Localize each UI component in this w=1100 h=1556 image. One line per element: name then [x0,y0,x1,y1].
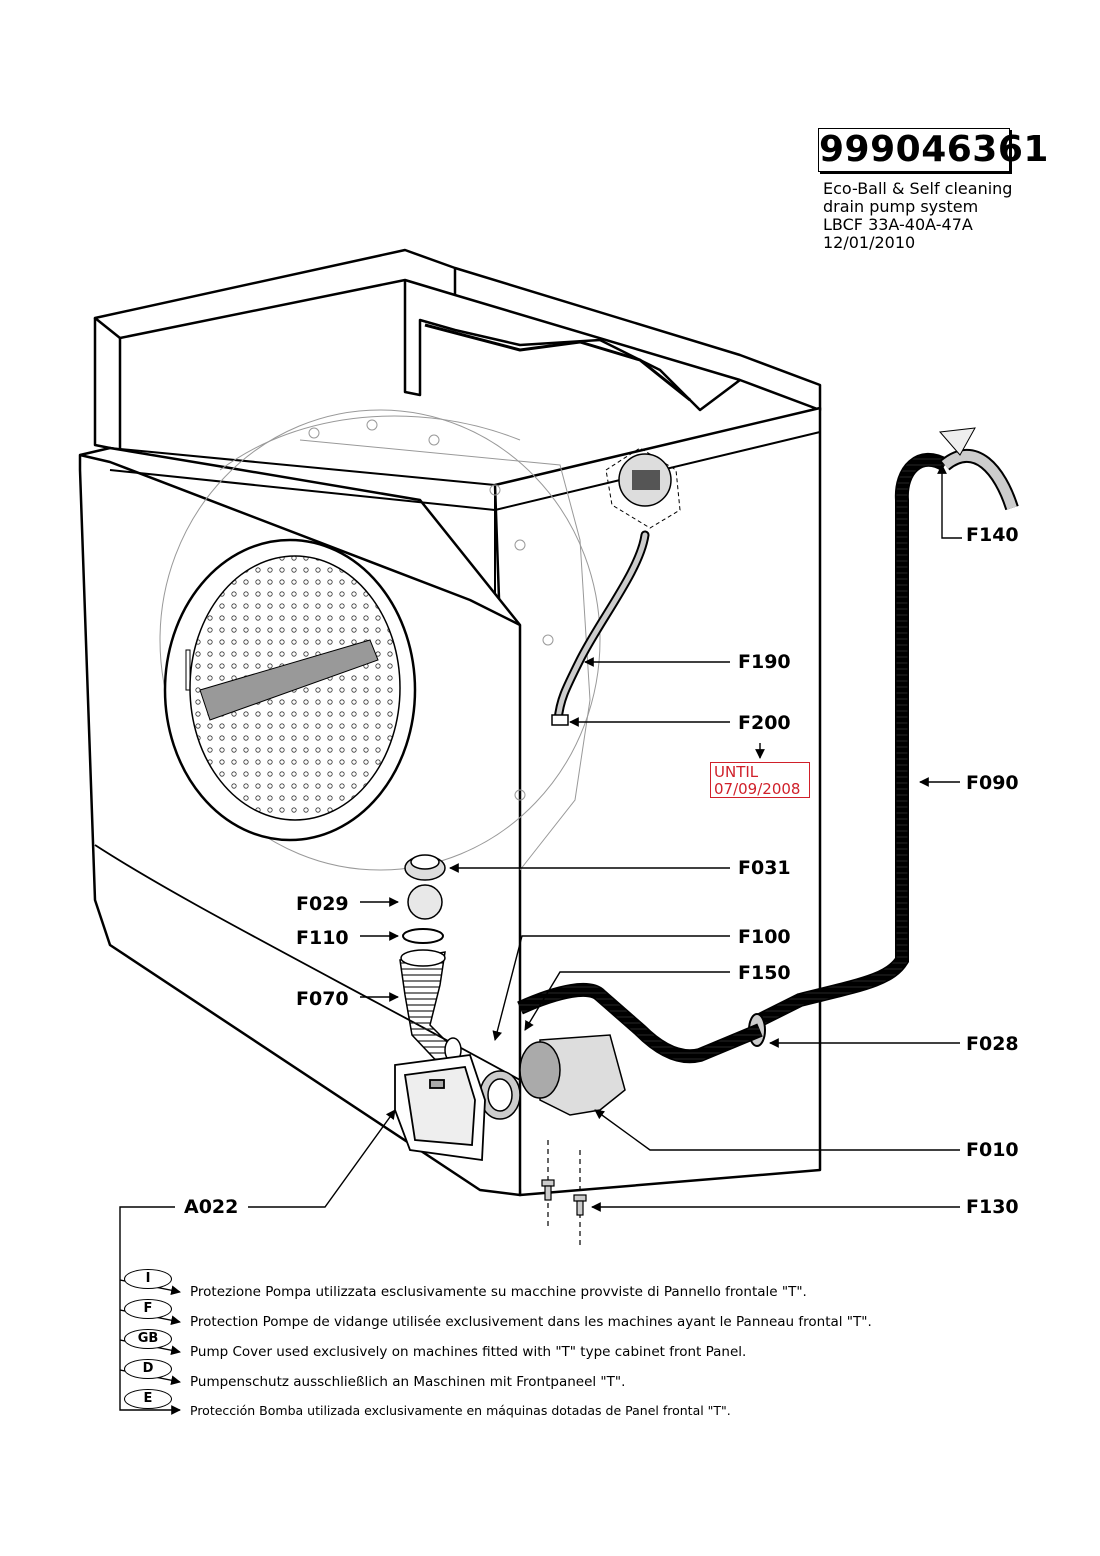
pressure-switch [605,447,681,529]
label-f150: F150 [738,962,791,984]
label-f200: F200 [738,712,791,734]
label-f010: F010 [966,1139,1019,1161]
legend-code-e: E [124,1386,172,1412]
label-f070: F070 [296,988,349,1010]
label-f140: F140 [966,524,1019,546]
legend-text-e: Protección Bomba utilizada exclusivament… [190,1403,731,1418]
description-line: 12/01/2010 [823,233,916,252]
part-number: 999046361 [818,128,1049,172]
screws [541,1140,587,1245]
pump-cover [394,1054,486,1162]
description-line: Eco-Ball & Self cleaning [823,179,1013,198]
label-f110: F110 [296,927,349,949]
internal-hose [517,982,763,1064]
legend-text-gb: Pump Cover used exclusively on machines … [190,1344,747,1360]
label-f031: F031 [738,857,791,879]
leader-lines [248,464,962,1212]
drum [159,409,601,871]
description-block: Eco-Ball & Self cleaning drain pump syst… [823,180,1012,252]
label-a022: A022 [184,1196,239,1218]
label-f090: F090 [966,772,1019,794]
drain-pump [479,1034,626,1120]
description-line: drain pump system [823,197,979,216]
label-f190: F190 [738,651,791,673]
legend-code-i: I [124,1266,172,1292]
until-note-line: UNTIL [714,763,759,781]
label-f028: F028 [966,1033,1019,1055]
label-f029: F029 [296,893,349,915]
clamp [551,714,569,726]
label-f100: F100 [738,926,791,948]
label-f130: F130 [966,1196,1019,1218]
drain-hose [748,427,1019,1047]
description-line: LBCF 33A-40A-47A [823,215,973,234]
legend-code-gb: GB [124,1326,172,1352]
until-note-date: 07/09/2008 [714,780,801,798]
until-note: UNTIL 07/09/2008 [710,762,810,798]
legend-code-d: D [124,1356,172,1382]
legend-code-f: F [124,1296,172,1322]
legend-text-f: Protection Pompe de vidange utilisée exc… [190,1314,872,1330]
legend-text-d: Pumpenschutz ausschließlich an Maschinen… [190,1374,626,1390]
door-opening [163,538,417,842]
legend-text-i: Protezione Pompa utilizzata esclusivamen… [190,1284,807,1300]
eco-ball-parts [399,854,462,1072]
